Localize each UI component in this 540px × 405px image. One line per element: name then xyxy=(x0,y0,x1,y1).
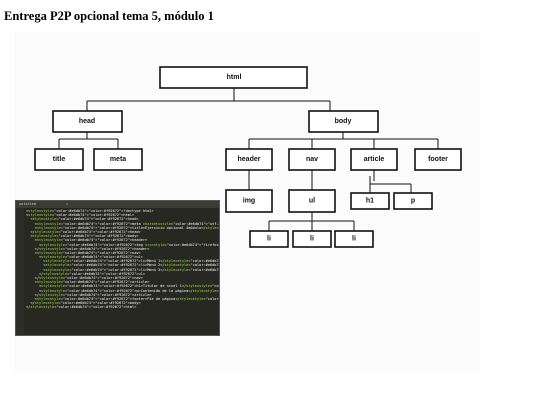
code-line: </style=style="color:#e6db74">"color:#f9… xyxy=(26,276,143,280)
code-line: <style=style="color:#e6db74">"color:#f92… xyxy=(26,259,219,264)
node-title-label: title xyxy=(53,156,66,163)
node-footer: footer xyxy=(414,148,462,171)
edge-html-children xyxy=(86,88,331,111)
node-header: header xyxy=(225,148,273,171)
code-line: <style=style="color:#e6db74">"color:#f92… xyxy=(26,280,150,285)
editor-tab-label: untitled xyxy=(19,202,36,206)
node-p-label: p xyxy=(411,198,415,205)
editor-tab-bar: untitled × xyxy=(16,201,219,208)
code-line: <style=style="color:#e6db74">"color:#f92… xyxy=(26,225,219,230)
code-line: <style=style="color:#e6db74">"color:#f92… xyxy=(26,288,219,293)
code-line: <style=style="color:#e6db74">"color:#f92… xyxy=(26,209,154,213)
node-h1: h1 xyxy=(350,192,390,210)
node-meta: meta xyxy=(93,148,143,171)
code-line: <style=style="color:#e6db74">"color:#f92… xyxy=(26,242,219,247)
edge-head-children xyxy=(58,132,119,149)
node-img-label: img xyxy=(243,198,255,205)
close-icon: × xyxy=(65,202,68,206)
edge-body-children xyxy=(248,132,439,149)
editor-gutter xyxy=(16,208,24,335)
code-line: </style=style="color:#e6db74">"color:#f9… xyxy=(26,246,150,251)
node-ul: ul xyxy=(288,189,336,213)
node-p: p xyxy=(393,192,433,210)
node-title: title xyxy=(34,148,84,171)
edge-article-children xyxy=(369,170,412,193)
node-ul-label: ul xyxy=(309,198,315,205)
node-img: img xyxy=(225,189,273,213)
node-li-1-label: li xyxy=(267,236,271,243)
code-line: <style=style="color:#e6db74">"color:#f92… xyxy=(26,213,135,218)
node-html-label: html xyxy=(227,74,242,81)
node-li-2-label: li xyxy=(310,236,314,243)
node-li-1: li xyxy=(249,230,289,248)
page-title: Entrega P2P opcional tema 5, módulo 1 xyxy=(4,9,214,23)
node-nav: nav xyxy=(288,148,336,171)
node-html: html xyxy=(159,66,308,89)
code-line: </style=style="color:#e6db74">"color:#f9… xyxy=(26,305,137,310)
code-line: <style=style="color:#e6db74">"color:#f92… xyxy=(26,250,141,255)
code-line: <style=style="color:#e6db74">"color:#f92… xyxy=(26,263,219,268)
code-line: <style=style="color:#e6db74">"color:#f92… xyxy=(26,238,148,243)
node-header-label: header xyxy=(238,156,261,163)
editor-code: <style=style="color:#e6db74">"color:#f92… xyxy=(26,209,220,310)
code-line: <style=style="color:#e6db74">"color:#f92… xyxy=(26,234,139,239)
node-article-label: article xyxy=(364,156,385,163)
node-head: head xyxy=(52,110,123,133)
code-line: <style=style="color:#e6db74">"color:#f92… xyxy=(26,217,139,222)
node-head-label: head xyxy=(79,118,95,125)
code-line: <style=style="color:#e6db74">"color:#f92… xyxy=(26,255,143,260)
node-body: body xyxy=(308,110,379,133)
node-li-3-label: li xyxy=(352,236,356,243)
edge-ul-lis xyxy=(268,212,355,231)
node-article: article xyxy=(350,148,398,171)
node-footer-label: footer xyxy=(428,156,448,163)
code-line: </style=style="color:#e6db74">"color:#f9… xyxy=(26,301,141,306)
code-line: <style=style="color:#e6db74">"color:#f92… xyxy=(26,284,219,289)
node-li-2: li xyxy=(292,230,332,248)
code-line: <style=style="color:#e6db74">"color:#f92… xyxy=(26,221,220,226)
code-line: </style=style="color:#e6db74">"color:#f9… xyxy=(26,229,141,234)
code-line: <style=style="color:#e6db74">"color:#f92… xyxy=(26,296,219,301)
code-editor-screenshot: untitled × <style=style="color:#e6db74">… xyxy=(15,200,220,336)
node-h1-label: h1 xyxy=(366,198,374,205)
tree-edges xyxy=(58,88,439,231)
node-body-label: body xyxy=(335,118,352,125)
node-meta-label: meta xyxy=(110,156,126,163)
code-line: </style=style="color:#e6db74">"color:#f9… xyxy=(26,292,152,297)
code-line: </style=style="color:#e6db74">"color:#f9… xyxy=(26,271,146,276)
node-nav-label: nav xyxy=(306,156,318,163)
node-li-3: li xyxy=(334,230,374,248)
code-line: <style=style="color:#e6db74">"color:#f92… xyxy=(26,267,219,272)
